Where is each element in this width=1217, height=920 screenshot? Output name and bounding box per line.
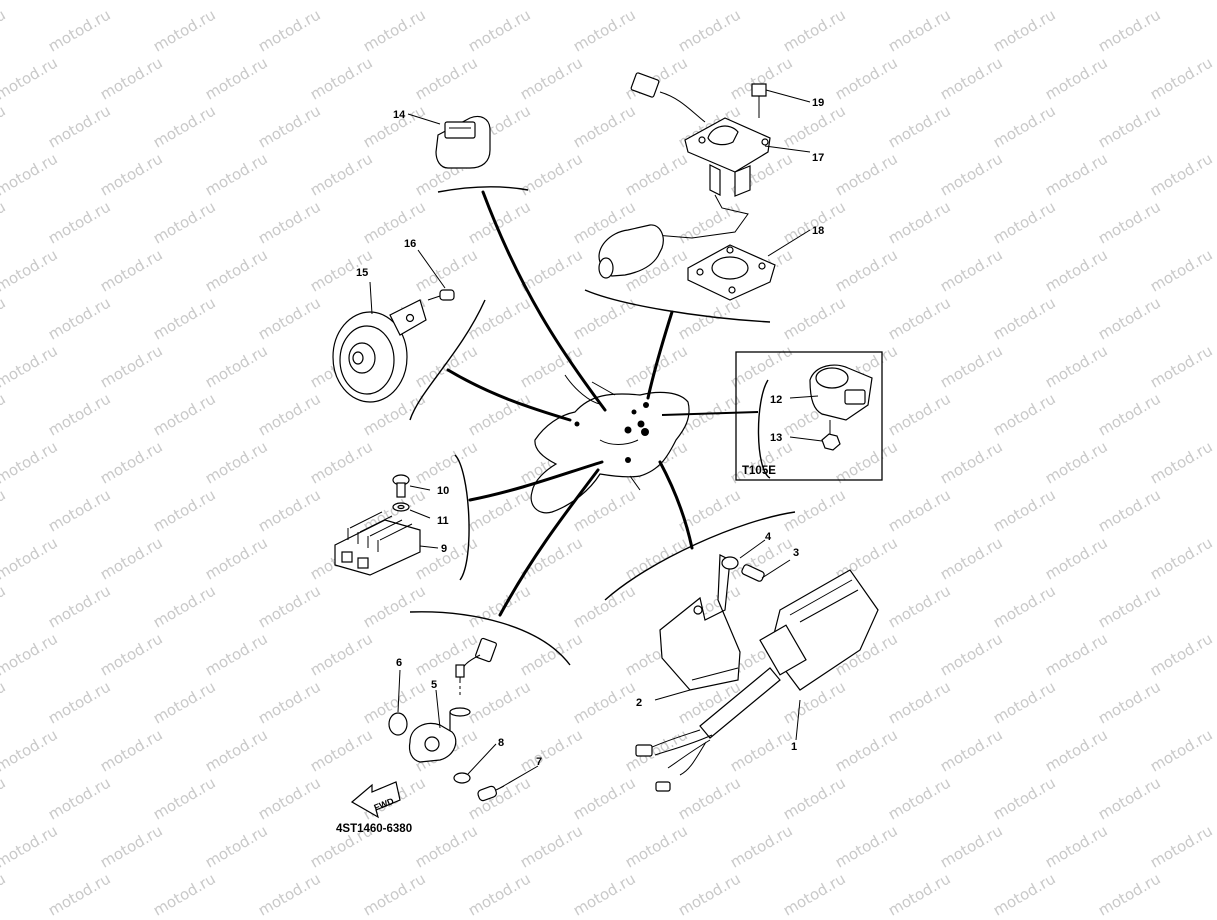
callout-1: 1	[791, 741, 797, 753]
part-17-fuel-sender	[630, 72, 811, 239]
callout-4: 4	[765, 531, 772, 543]
inset-box	[735, 351, 883, 481]
part-5-sensor	[408, 637, 497, 763]
leader-lines	[446, 190, 759, 617]
callout-18: 18	[812, 225, 824, 237]
callout-15: 15	[356, 267, 368, 279]
callout-labels: 14 19 17 18 16 15 12 13 T105E 10 11 9 4 …	[336, 97, 824, 835]
part-9-rectifier	[334, 511, 439, 576]
callout-19: 19	[812, 97, 824, 109]
part-3-screw	[741, 559, 791, 582]
part-8-washer	[453, 743, 497, 784]
part-19-screw	[751, 83, 811, 118]
fwd-arrow-icon: FWD	[350, 781, 401, 819]
callout-5: 5	[431, 679, 437, 691]
part-12-switch	[789, 364, 873, 421]
part-10-screw	[392, 474, 431, 498]
callout-3: 3	[793, 547, 799, 559]
part-14-relay	[407, 113, 491, 169]
part-18-gasket	[687, 229, 811, 301]
part-4-washer	[721, 539, 766, 570]
callout-17: 17	[812, 152, 824, 164]
callout-9: 9	[441, 543, 447, 555]
callout-12: 12	[770, 394, 782, 406]
callout-11: 11	[437, 515, 449, 527]
part-15-horn	[332, 281, 427, 403]
part-11-washer	[392, 502, 431, 519]
part-16-bolt	[417, 249, 455, 301]
callout-10: 10	[437, 485, 449, 497]
callout-16: 16	[404, 238, 416, 250]
part-6-o-ring	[388, 669, 408, 736]
inset-label: T105E	[742, 465, 776, 477]
callout-13: 13	[770, 432, 782, 444]
part-13-nut	[789, 420, 841, 451]
part-float	[598, 224, 664, 279]
part-2-bracket	[654, 554, 741, 701]
callout-14: 14	[393, 109, 406, 121]
callout-6: 6	[396, 657, 402, 669]
callout-8: 8	[498, 737, 504, 749]
callout-7: 7	[536, 756, 542, 768]
part-1-ignitor	[635, 569, 879, 792]
drawing-number: 4ST1460-6380	[336, 823, 412, 835]
section-dividers	[409, 186, 796, 666]
callout-2: 2	[636, 697, 642, 709]
motorcycle-silhouette	[530, 374, 690, 514]
part-7-bolt	[477, 765, 539, 802]
